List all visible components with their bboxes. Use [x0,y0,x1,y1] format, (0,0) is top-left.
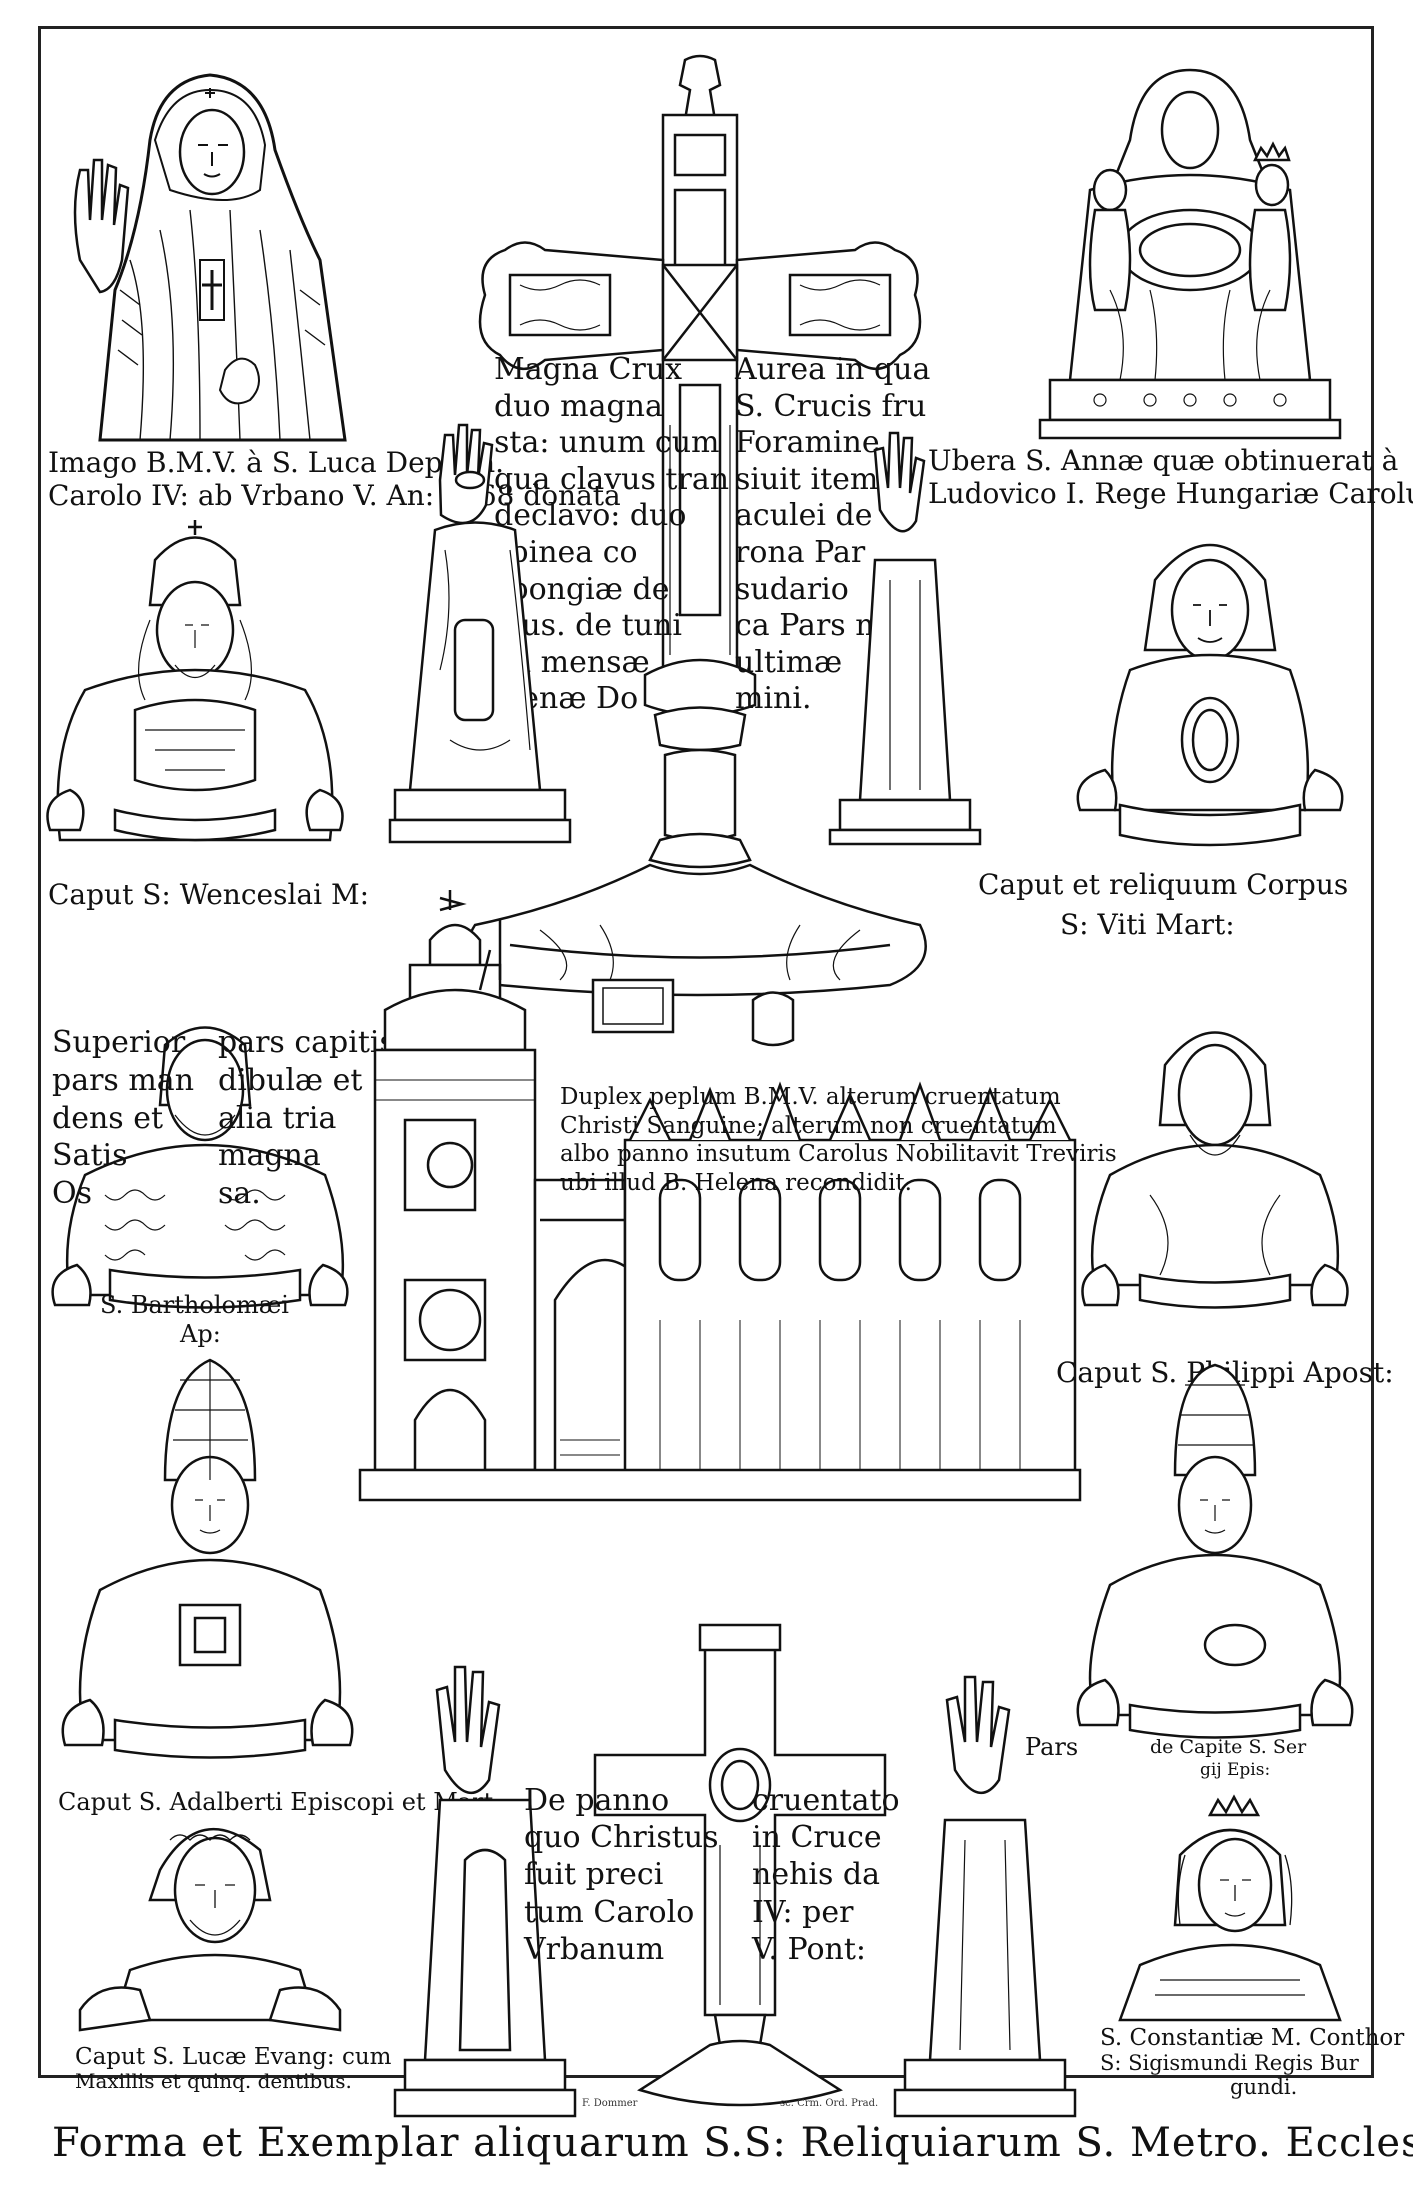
st-sergius-label-left: Pars [1025,1733,1079,1761]
bartholomew-text-line: alia tria [218,1100,337,1136]
cross-text-line: qua clavus tran [494,461,730,497]
bartholomew-text-line: dens et [52,1100,164,1136]
bartholomew-text-line: pars capitis [218,1025,395,1060]
st-vitus-label-1: Caput et reliquum Corpus [978,868,1349,901]
st-constantia-label-2: S: Sigismundi Regis Bur [1100,2051,1359,2075]
arm-reliquary-right-top [828,431,982,846]
cloth-text-line: Vrbanum [524,1931,665,1967]
st-sergius-label-right-2: gij Epis: [1200,1760,1271,1780]
cloth-text-line: tum Carolo [524,1894,695,1930]
st-sergius-head-reliquary [1076,1363,1354,1739]
peplum-text-line: Duplex peplum B.M.V. alterum cruentatum [560,1084,1061,1110]
virgin-image-label-2: Carolo IV: ab Vrbano V. An: 1368 donata [48,479,621,512]
cross-text-line: duo magna [494,388,663,424]
st-bartholomew-head-reliquary [51,1026,349,1309]
engraving-title: Forma et Exemplar aliquarum S.S: Reliqui… [52,2120,1413,2166]
bartholomew-name-1: S. Bartholomæi [100,1291,289,1319]
peplum-text-line: Christi Sanguine; alterum non cruentatum [560,1112,1057,1139]
cross-text-line: mini. [735,681,812,717]
bartholomew-text-line: Superior [52,1025,186,1060]
cross-text-line: rona Par [735,534,866,570]
st-adalbert-label: Caput S. Adalberti Episcopi et Mart: [58,1788,502,1816]
cloth-text-line: cruentato [752,1783,900,1818]
great-cross-text-right: Aurea in qua S. Crucis fru Foramine siui… [735,352,930,718]
st-anne-label-1: Ubera S. Annæ quæ obtinuerat à [928,444,1399,477]
lower-cross-text-right: cruentato in Cruce nehis da IV: per V. P… [752,1782,900,1968]
cross-text-line: spongiæ de [494,571,670,607]
cross-text-line: sudario [735,571,849,607]
cloth-text-line: IV: per [752,1894,854,1930]
cross-text-line: sta: unum cum [494,425,720,461]
cloth-text-line: fuit preci [524,1857,664,1893]
cross-text-line: Foramine [735,425,880,461]
cross-text-line: aculei de [735,498,873,534]
st-philip-head-reliquary [1081,1031,1349,1309]
engraver-signature-left: F. Dommer [582,2098,638,2109]
st-constantia-head-reliquary [1118,1794,1342,2022]
duplex-peplum-text: Duplex peplum B.M.V. alterum cruentatum … [560,1083,1117,1197]
st-sergius-label-right-1: de Capite S. Ser [1150,1736,1307,1758]
lower-cross-text-left: De panno quo Christus fuit preci tum Car… [524,1782,719,1968]
cloth-text-line: quo Christus [524,1820,719,1856]
st-luke-label-1: Caput S. Lucæ Evang: cum [75,2044,392,2070]
bartholomew-name-2: Ap: [180,1320,221,1348]
st-constantia-label-3: gundi. [1230,2075,1298,2099]
bartholomew-text-line: pars man [52,1062,195,1098]
peplum-text-line: ubi illud B. Helena recondidit. [560,1169,912,1196]
cloth-text-line: De panno [524,1783,670,1818]
st-constantia-label-1: S. Constantiæ M. Conthor [1100,2025,1405,2051]
bartholomew-text-line: Os [52,1176,92,1212]
st-anne-label-2: Ludovico I. Rege Hungariæ Carolus IV. [928,477,1413,510]
bartholomew-text-left: Superior pars man dens et Satis Os [52,1024,194,1213]
st-luke-head-reliquary [78,1827,342,2032]
cloth-text-line: in Cruce [752,1820,882,1856]
st-adalbert-head-reliquary [61,1358,354,1759]
bartholomew-text-line: sa. [218,1176,261,1212]
cloth-text-line: V. Pont: [752,1931,867,1967]
cross-text-line: S. Crucis fru [735,388,927,424]
cross-text-line: Aurea in qua [735,352,931,387]
st-luke-label-2: Maxillis et quinq. dentibus. [75,2069,352,2093]
st-wenceslaus-label: Caput S: Wenceslai M: [48,878,370,911]
cross-text-line: Magna Crux [494,352,683,387]
st-wenceslaus-head-reliquary [46,520,344,842]
st-anne-reliquary [1038,68,1342,440]
cross-text-line: ultimæ [735,644,843,680]
bartholomew-text-line: magna [218,1138,321,1174]
cloth-text-line: nehis da [752,1857,881,1893]
arm-reliquary-right-bottom [893,1675,1077,2118]
bartholomew-text-line: Satis [52,1138,128,1174]
st-vitus-cathedral-illustration [358,890,1082,1502]
engraver-signature-right: sc. Crm. Ord. Prad. [780,2098,879,2109]
great-cross-text-left: Magna Crux duo magna sta: unum cum qua c… [494,352,729,718]
arm-reliquary-left-top [388,423,572,844]
bartholomew-text-right: pars capitis dibulæ et alia tria magna s… [218,1024,395,1213]
st-vitus-head-reliquary [1076,543,1344,847]
cross-text-line: siuit item [735,461,879,497]
bartholomew-text-line: dibulæ et [218,1062,363,1098]
st-vitus-label-2: S: Viti Mart: [1060,908,1235,941]
lower-cross-reliquary [593,1623,887,2107]
virgin-mary-image [73,73,347,442]
cross-text-line: declavo: duo [494,498,687,534]
great-cross-reliquary [465,54,927,997]
virgin-image-label-1: Imago B.M.V. à S. Luca Depicta. [48,446,505,479]
arm-reliquary-left-bottom [393,1665,577,2118]
peplum-text-line: albo panno insutum Carolus Nobilitavit T… [560,1141,1117,1168]
